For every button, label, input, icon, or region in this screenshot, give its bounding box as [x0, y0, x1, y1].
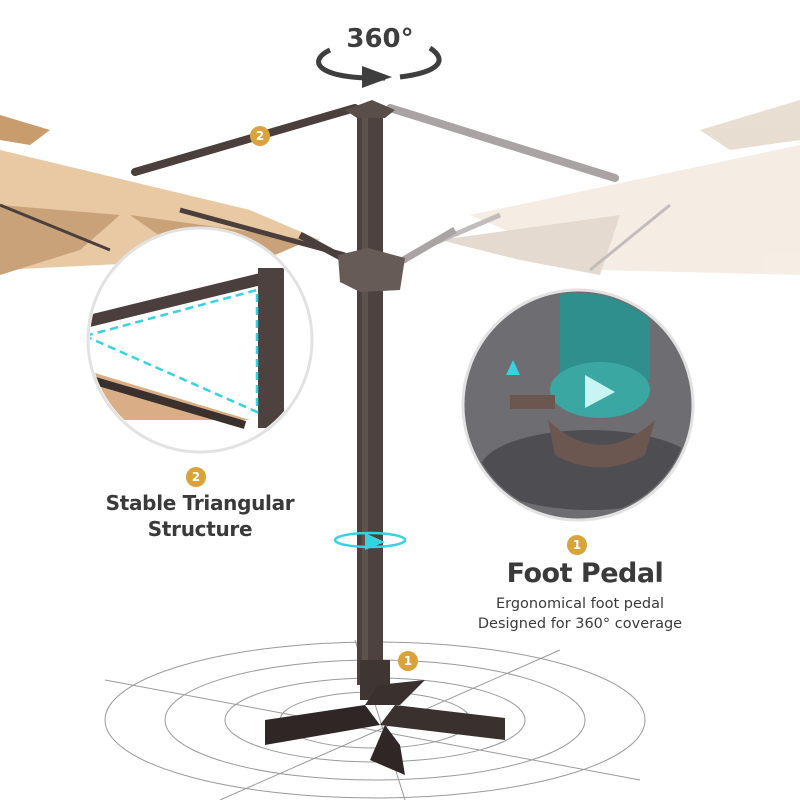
feature-1-badge: 1: [567, 535, 587, 555]
feature-2-title-line2: Structure: [147, 517, 253, 541]
triangle-detail-inset: [86, 226, 314, 454]
pole-rotation-arrow-icon: [333, 531, 407, 550]
right-canopy: [429, 100, 800, 275]
arm-number-badge: 2: [250, 126, 270, 146]
feature-1-description-line2: Designed for 360° coverage: [477, 616, 683, 632]
feature-1-title: Foot Pedal: [506, 558, 664, 589]
umbrella-pole: [357, 105, 383, 685]
feature-2-badge: 2: [186, 467, 206, 487]
feature-2-title: Stable Triangular Structure: [80, 490, 320, 542]
foot-pedal-detail-inset: [461, 288, 695, 522]
support-arms: [131, 104, 619, 266]
cross-base: [265, 660, 505, 775]
rotation-label: 360°: [346, 24, 414, 54]
base-number-badge: 1: [398, 651, 418, 671]
feature-1-description-line1: Ergonomical foot pedal: [495, 596, 665, 612]
rotation-360-icon: [316, 45, 442, 88]
feature-2-title-line1: Stable Triangular: [105, 491, 295, 515]
arm-joint: [338, 248, 405, 292]
